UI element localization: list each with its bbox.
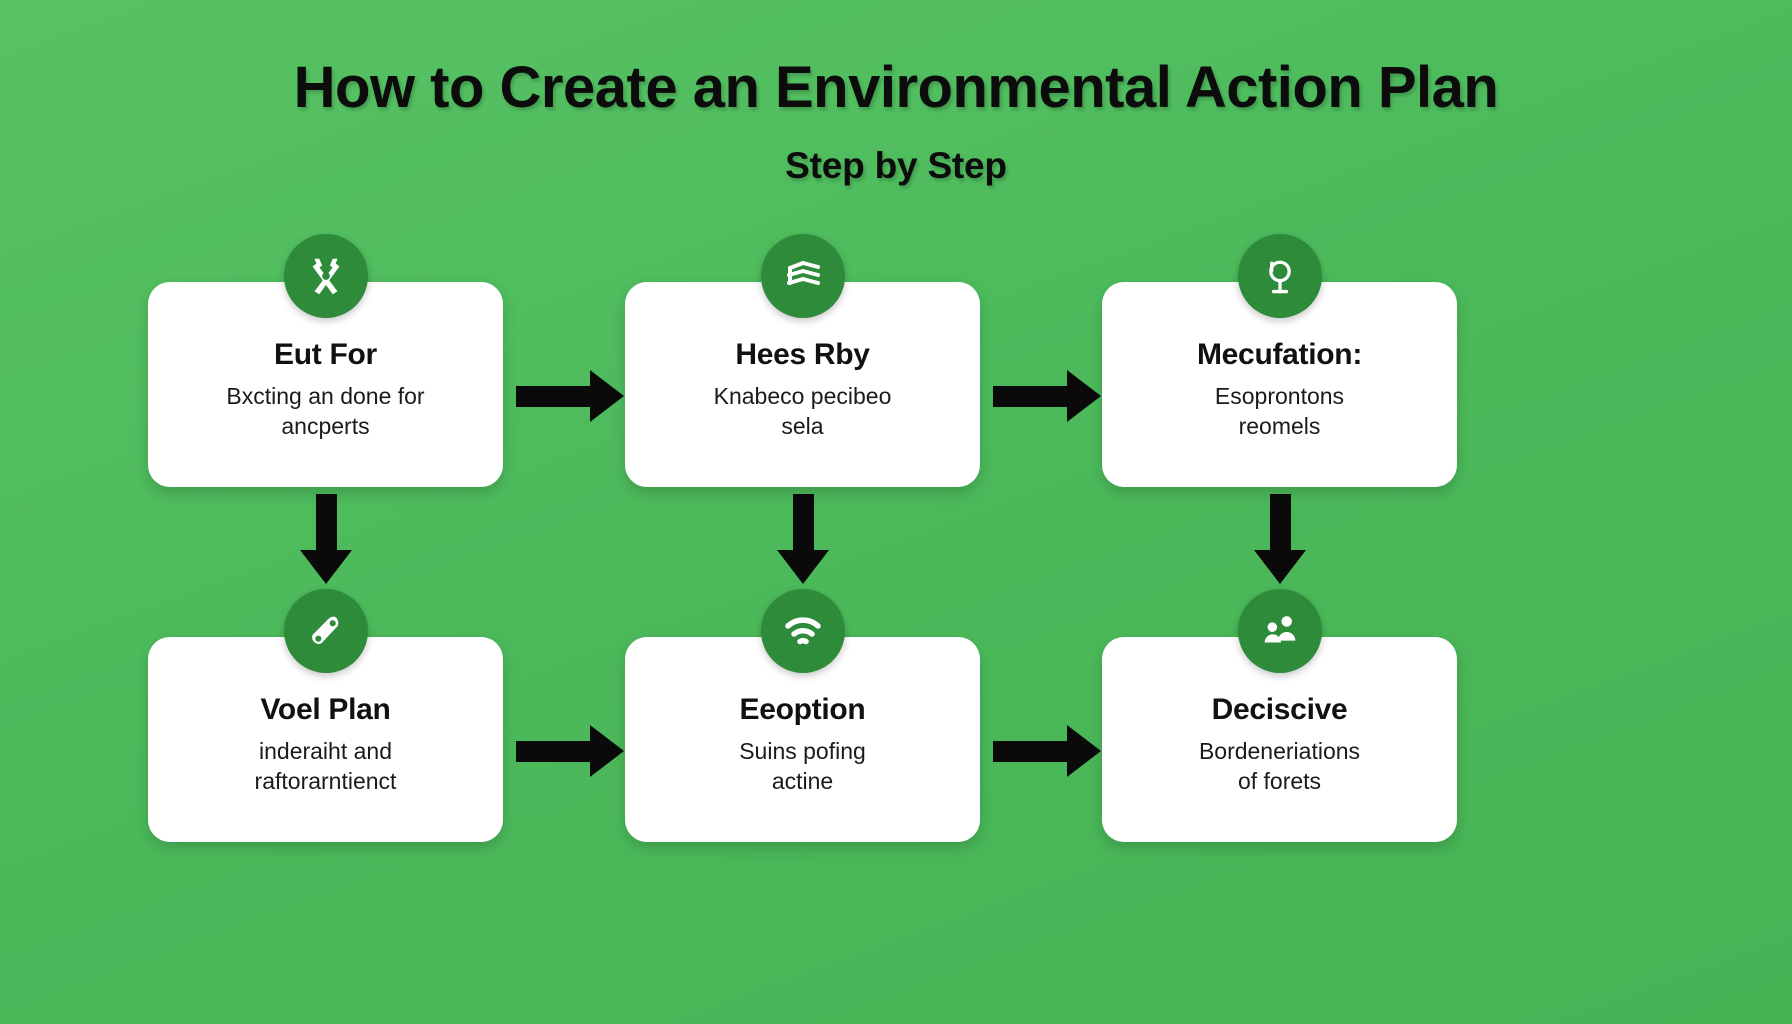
- magnifier-icon: [1237, 234, 1322, 318]
- step-card-desc-line2: of forets: [1237, 768, 1322, 795]
- arrow-head: [300, 550, 352, 584]
- stacked-layers-icon: [760, 234, 845, 318]
- arrow-step5-to-step6: [993, 725, 1101, 777]
- step-card-title: Hees Rby: [735, 338, 870, 371]
- header: How to Create an Environmental Action Pl…: [0, 55, 1792, 187]
- arrow-step1-to-step4: [300, 494, 352, 584]
- step-card-desc-line1: inderaiht and: [259, 738, 392, 764]
- crossed-tools-icon: [283, 234, 368, 318]
- step-card-title: Eut For: [274, 338, 377, 371]
- step-card-2[interactable]: Hees Rby Knabeco pecibeo sela: [625, 234, 980, 487]
- step-card-desc-line1: Bxcting an done for: [226, 383, 425, 409]
- arrow-shaft: [993, 385, 1067, 407]
- step-card-5[interactable]: Eeoption Suins pofing actine: [625, 589, 980, 842]
- arrow-shaft: [993, 740, 1067, 762]
- arrow-shaft: [315, 494, 337, 550]
- arrow-head: [1067, 370, 1101, 422]
- arrow-head: [1067, 725, 1101, 777]
- wifi-icon: [760, 589, 845, 673]
- steps-grid: Eut For Bxcting an done for ancperts Hee…: [148, 234, 1458, 842]
- step-card-desc-line2: actine: [771, 768, 834, 795]
- wrench-icon: [283, 589, 368, 673]
- step-card-3[interactable]: Mecufation: Esoprontons reomels: [1102, 234, 1457, 487]
- step-card-title: Voel Plan: [260, 693, 391, 726]
- step-card-desc-line1: Knabeco pecibeo: [713, 383, 892, 409]
- arrow-head: [590, 370, 624, 422]
- step-card-desc-line2: raftorarntienct: [254, 768, 397, 795]
- arrow-step4-to-step5: [516, 725, 624, 777]
- arrow-shaft: [1269, 494, 1291, 550]
- step-card-6[interactable]: Deciscive Bordeneriations of forets: [1102, 589, 1457, 842]
- step-card-title: Deciscive: [1211, 693, 1348, 726]
- step-card-4[interactable]: Voel Plan inderaiht and raftorarntienct: [148, 589, 503, 842]
- arrow-step2-to-step3: [993, 370, 1101, 422]
- arrow-shaft: [516, 385, 590, 407]
- step-card-desc-line1: Bordeneriations: [1198, 738, 1361, 764]
- arrow-step2-to-step5: [777, 494, 829, 584]
- arrow-head: [1254, 550, 1306, 584]
- step-card-title: Eeoption: [739, 693, 866, 726]
- people-icon: [1237, 589, 1322, 673]
- step-card-desc-line2: sela: [781, 413, 824, 440]
- step-card-desc-line2: reomels: [1238, 413, 1321, 440]
- arrow-head: [777, 550, 829, 584]
- step-card-desc-line2: ancperts: [281, 413, 370, 440]
- page-title: How to Create an Environmental Action Pl…: [293, 55, 1499, 120]
- arrow-shaft: [792, 494, 814, 550]
- step-card-1[interactable]: Eut For Bxcting an done for ancperts: [148, 234, 503, 487]
- step-card-title: Mecufation:: [1196, 338, 1363, 371]
- arrow-step3-to-step6: [1254, 494, 1306, 584]
- step-card-desc-line1: Suins pofing: [739, 738, 866, 764]
- arrow-step1-to-step2: [516, 370, 624, 422]
- page-subtitle: Step by Step: [785, 144, 1007, 186]
- arrow-shaft: [516, 740, 590, 762]
- arrow-head: [590, 725, 624, 777]
- step-card-desc-line1: Esoprontons: [1214, 383, 1345, 409]
